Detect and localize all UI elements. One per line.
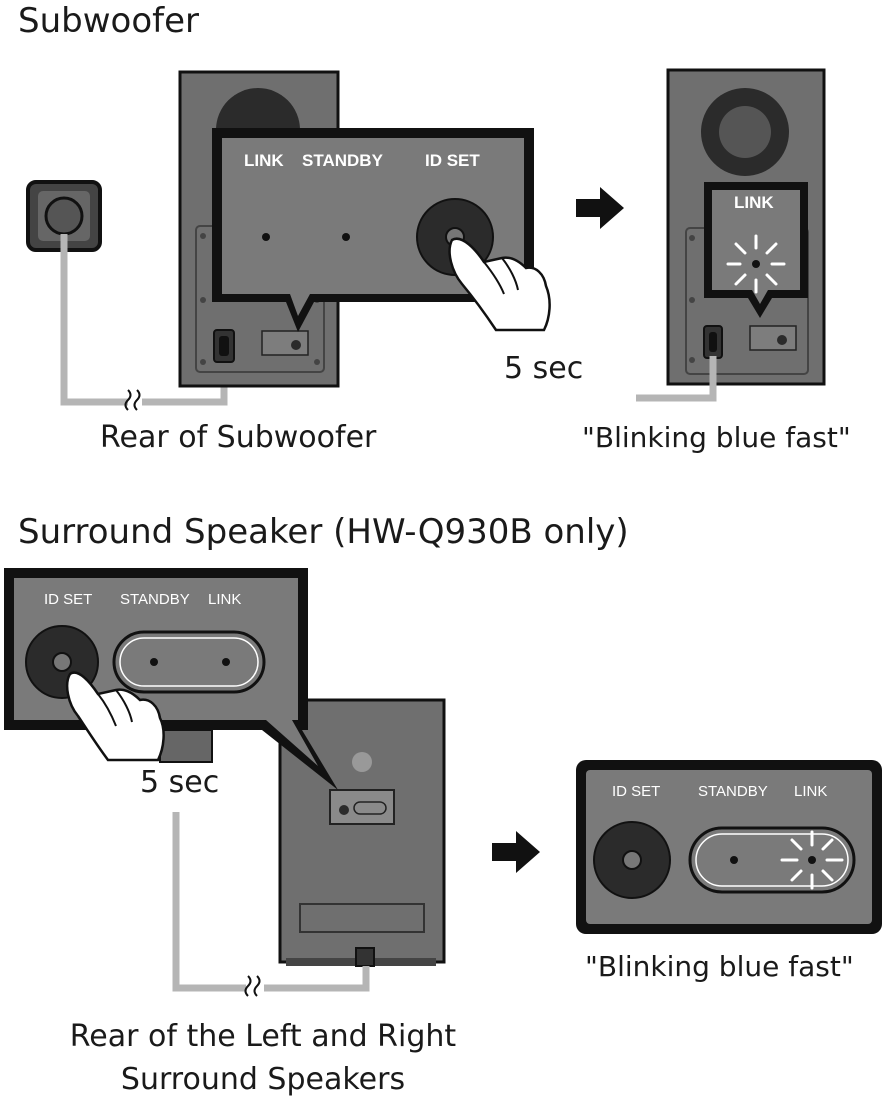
finger-press-icon <box>66 671 165 762</box>
hold-time-label: 5 sec <box>140 765 219 800</box>
blink-rays-icon <box>726 234 786 294</box>
power-cable <box>172 812 370 992</box>
surround-heading: Surround Speaker (HW-Q930B only) <box>18 512 629 552</box>
led-window <box>112 630 266 694</box>
arrow-right-icon <box>576 187 624 229</box>
link-indicator-zoom: LINK <box>704 182 808 318</box>
panel-label-id-set: ID SET <box>425 151 480 170</box>
hold-time-label: 5 sec <box>504 351 583 386</box>
standby-led <box>730 856 738 864</box>
power-cable <box>636 356 717 402</box>
surround-status-caption: "Blinking blue fast" <box>585 950 854 983</box>
speaker-side-stand <box>159 729 213 763</box>
link-led-on <box>808 856 816 864</box>
link-led-on <box>752 260 760 268</box>
power-outlet-icon <box>26 180 102 252</box>
link-led <box>222 658 230 666</box>
result-label-link: LINK <box>794 783 827 800</box>
led-window <box>688 826 856 894</box>
surround-result-panel: ID SET STANDBY LINK <box>576 760 882 934</box>
power-plug-icon <box>703 325 723 359</box>
subwoofer-heading: Subwoofer <box>18 1 199 41</box>
blink-rays-icon <box>780 830 844 890</box>
standby-led <box>342 233 350 241</box>
result-label-standby: STANDBY <box>698 783 768 800</box>
surround-rear-caption-line2: Surround Speakers <box>121 1062 405 1097</box>
blinking-status-caption: "Blinking blue fast" <box>582 421 851 454</box>
rear-of-subwoofer-caption: Rear of Subwoofer <box>100 420 377 455</box>
panel-label-standby: STANDBY <box>302 151 384 170</box>
arrow-right-icon <box>492 831 540 873</box>
panel-label-standby: STANDBY <box>120 591 190 608</box>
panel-label-id-set: ID SET <box>44 591 92 608</box>
result-label-id-set: ID SET <box>612 783 660 800</box>
panel-label-link: LINK <box>244 151 284 170</box>
standby-led <box>150 658 158 666</box>
wave-break-icon <box>244 975 261 997</box>
finger-press-icon <box>448 237 551 332</box>
panel-label-link: LINK <box>208 591 241 608</box>
surround-rear-caption-line1: Rear of the Left and Right <box>70 1019 457 1054</box>
power-plug-icon <box>213 329 235 363</box>
link-led <box>262 233 270 241</box>
subwoofer-control-panel-zoom: LINK STANDBY ID SET <box>212 128 534 332</box>
wave-break-icon <box>124 389 141 411</box>
result-label-link: LINK <box>734 193 774 212</box>
